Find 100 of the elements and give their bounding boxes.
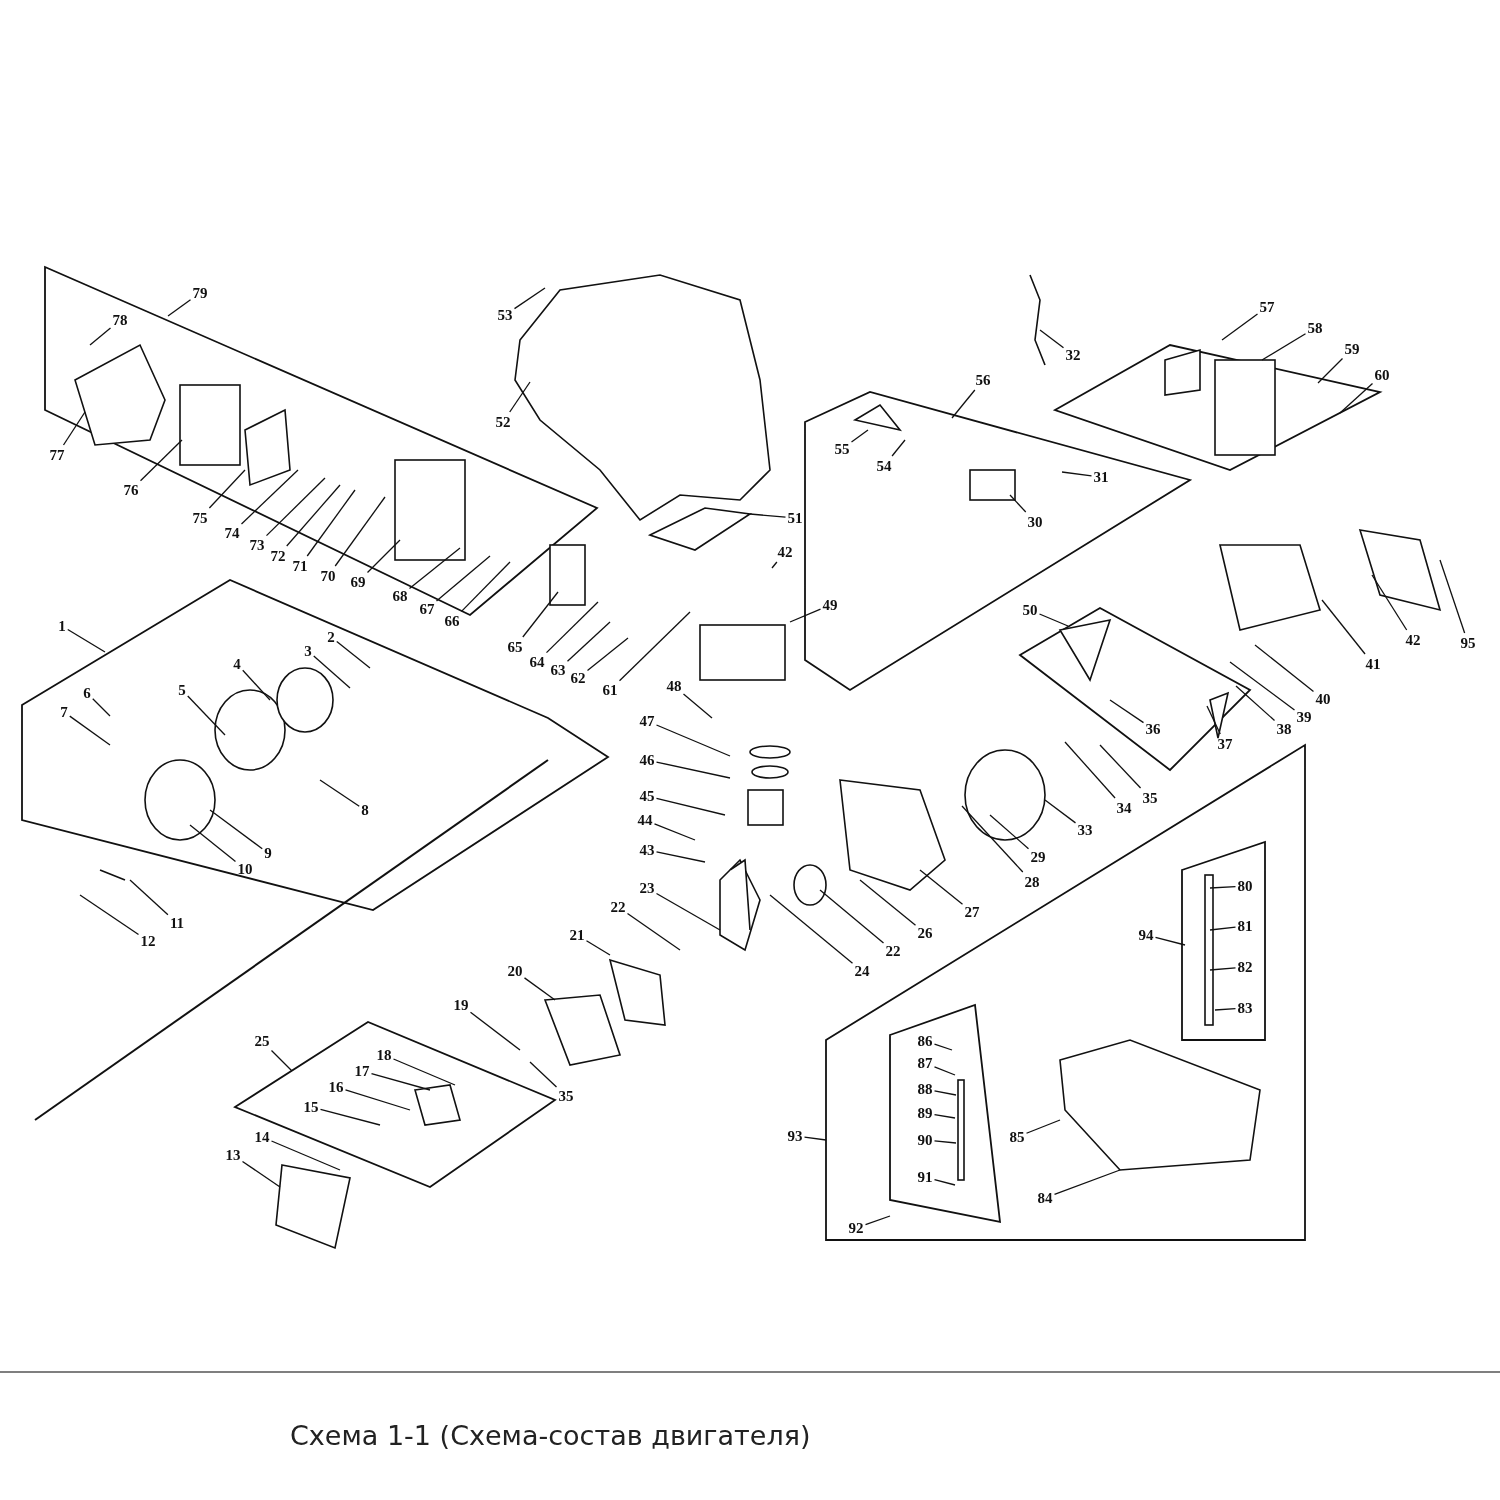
callout-number: 50 — [1022, 602, 1038, 618]
leader-line — [769, 894, 854, 964]
leader-line — [653, 823, 696, 841]
leader-line — [529, 1061, 558, 1088]
callout-number: 66 — [444, 613, 460, 629]
callout-number: 4 — [233, 656, 241, 672]
leader-line — [334, 496, 386, 567]
leader-line — [1209, 967, 1237, 971]
callout-number: 74 — [224, 525, 240, 541]
leader-line — [167, 299, 192, 317]
leader-line — [79, 894, 140, 936]
leader-line — [933, 1113, 956, 1119]
callout-number: 68 — [392, 588, 408, 604]
callout-number: 32 — [1065, 347, 1081, 363]
leader-line — [682, 693, 713, 719]
leader-line — [319, 779, 360, 807]
callout-number: 11 — [169, 915, 185, 931]
callout-number: 48 — [666, 678, 682, 694]
callout-number: 91 — [917, 1169, 933, 1185]
callout-number: 53 — [497, 307, 513, 323]
caption: Схема 1-1 (Схема-состав двигателя) — [290, 1420, 811, 1451]
leader-line — [92, 698, 111, 717]
leader-line — [313, 655, 351, 689]
callout-number: 54 — [876, 458, 892, 474]
leader-line — [1009, 494, 1027, 513]
leader-line — [241, 1160, 281, 1188]
callout-number: 35 — [1142, 790, 1158, 806]
leader-line — [933, 1066, 956, 1076]
leader-line — [1254, 644, 1315, 693]
leader-line — [803, 1136, 827, 1141]
leader-line — [933, 1043, 953, 1051]
leader-line — [655, 724, 731, 757]
leader-line — [1109, 699, 1145, 724]
leader-line — [789, 608, 822, 623]
callout-number: 63 — [550, 662, 566, 678]
leader-line — [208, 469, 246, 509]
callout-number: 21 — [569, 927, 585, 943]
callout-number: 58 — [1307, 320, 1323, 336]
callout-number: 19 — [453, 997, 469, 1013]
leader-line — [89, 327, 112, 346]
callout-number: 47 — [639, 713, 655, 729]
callout-number: 56 — [975, 372, 991, 388]
leader-line — [1317, 357, 1344, 384]
callout-number: 22 — [885, 943, 901, 959]
leader-line — [864, 1215, 891, 1226]
leader-line — [1439, 559, 1466, 634]
leader-line — [891, 439, 906, 457]
callout-number: 33 — [1077, 822, 1093, 838]
callout-number: 94 — [1138, 927, 1154, 943]
callout-number: 57 — [1259, 299, 1275, 315]
leader-line — [1053, 1169, 1121, 1196]
callout-number: 90 — [917, 1132, 933, 1148]
callout-number: 65 — [507, 639, 523, 655]
callout-number: 37 — [1217, 736, 1233, 752]
callout-number: 43 — [639, 842, 655, 858]
callout-number: 22 — [610, 899, 626, 915]
leader-line — [187, 695, 226, 736]
leader-line — [961, 805, 1024, 873]
callout-number: 93 — [787, 1128, 803, 1144]
leader-line — [1025, 1119, 1061, 1134]
leader-line — [933, 1140, 957, 1144]
leader-line — [139, 439, 183, 482]
callout-number: 20 — [507, 963, 523, 979]
leader-line — [1209, 885, 1237, 889]
leader-line — [1044, 799, 1077, 824]
callout-number: 44 — [637, 812, 653, 828]
callout-number: 12 — [140, 933, 156, 949]
leader-line — [408, 547, 461, 590]
callout-number: 70 — [320, 568, 336, 584]
callout-number: 18 — [376, 1047, 392, 1063]
leader-line — [209, 809, 263, 850]
leader-line — [1214, 1008, 1237, 1011]
callout-number: 73 — [249, 537, 265, 553]
leader-line — [586, 637, 629, 672]
callout-number: 26 — [917, 925, 933, 941]
callout-number: 13 — [225, 1147, 241, 1163]
callout-number: 46 — [639, 752, 655, 768]
leader-line — [1339, 382, 1374, 414]
leader-line — [566, 621, 611, 662]
leader-line — [1061, 471, 1093, 477]
callout-number: 6 — [83, 685, 91, 701]
leader-line — [69, 715, 111, 746]
leader-line — [265, 477, 326, 537]
callout-number: 35 — [558, 1088, 574, 1104]
callout-number: 75 — [192, 510, 208, 526]
callout-number: 27 — [964, 904, 980, 920]
callout-number: 55 — [834, 441, 850, 457]
callout-number: 24 — [854, 963, 870, 979]
callout-number: 92 — [848, 1220, 864, 1236]
callout-number: 64 — [529, 654, 545, 670]
leader-line — [513, 287, 546, 310]
callout-number: 29 — [1030, 849, 1046, 865]
leader-line — [819, 889, 885, 944]
callout-number: 76 — [123, 482, 139, 498]
leader-line — [336, 640, 371, 669]
leader-line — [366, 539, 401, 574]
callout-number: 71 — [292, 558, 308, 574]
callout-number: 41 — [1365, 656, 1381, 672]
leader-line — [749, 513, 787, 518]
callout-number: 45 — [639, 788, 655, 804]
